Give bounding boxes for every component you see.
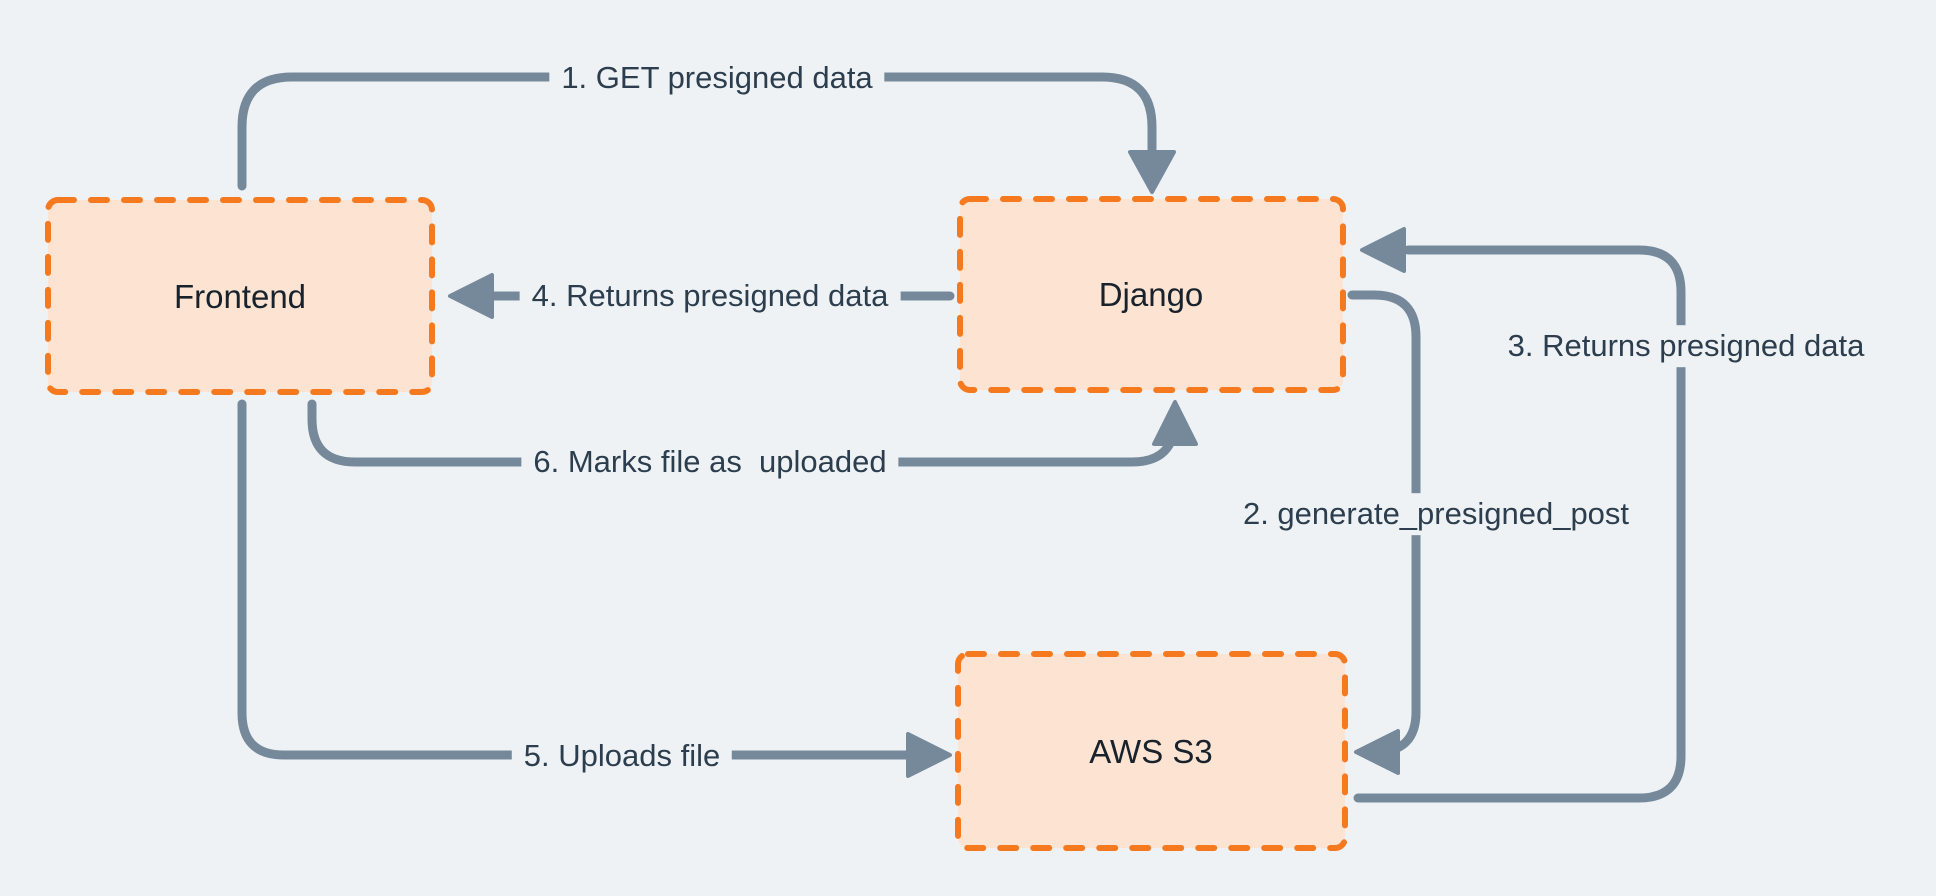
arrowhead-2-into-aws-right (1354, 729, 1400, 775)
arrowhead-3-into-django-right (1360, 227, 1406, 273)
node-frontend-label: Frontend (173, 278, 307, 315)
edge-label-1-get-presigned-data: 1. GET presigned data (549, 57, 885, 99)
edge-label-3-returns-presigned-data: 3. Returns presigned data (1495, 325, 1877, 367)
node-django-label: Django (1098, 276, 1204, 313)
arrowhead-6-into-django-bottom (1152, 400, 1198, 446)
edge-label-2-generate-presigned-post: 2. generate_presigned_post (1230, 493, 1642, 535)
edge-label-6-marks-file-uploaded: 6. Marks file as uploaded (521, 441, 899, 483)
edge-label-4-returns-presigned-data: 4. Returns presigned data (519, 275, 901, 317)
arrowhead-4-into-frontend-right (448, 273, 494, 319)
edge-label-5-uploads-file: 5. Uploads file (511, 735, 733, 777)
node-aws-s3-box (955, 651, 1348, 851)
node-django-box (957, 196, 1346, 393)
edge-5-uploads-file (237, 399, 911, 760)
node-aws-s3-label: AWS S3 (1089, 733, 1213, 770)
arrowhead-5-into-aws-left (906, 732, 952, 778)
edge-3-returns-presigned-data (1353, 245, 1686, 803)
arrowhead-1-into-django-top (1128, 150, 1176, 194)
node-frontend-box (45, 197, 435, 395)
